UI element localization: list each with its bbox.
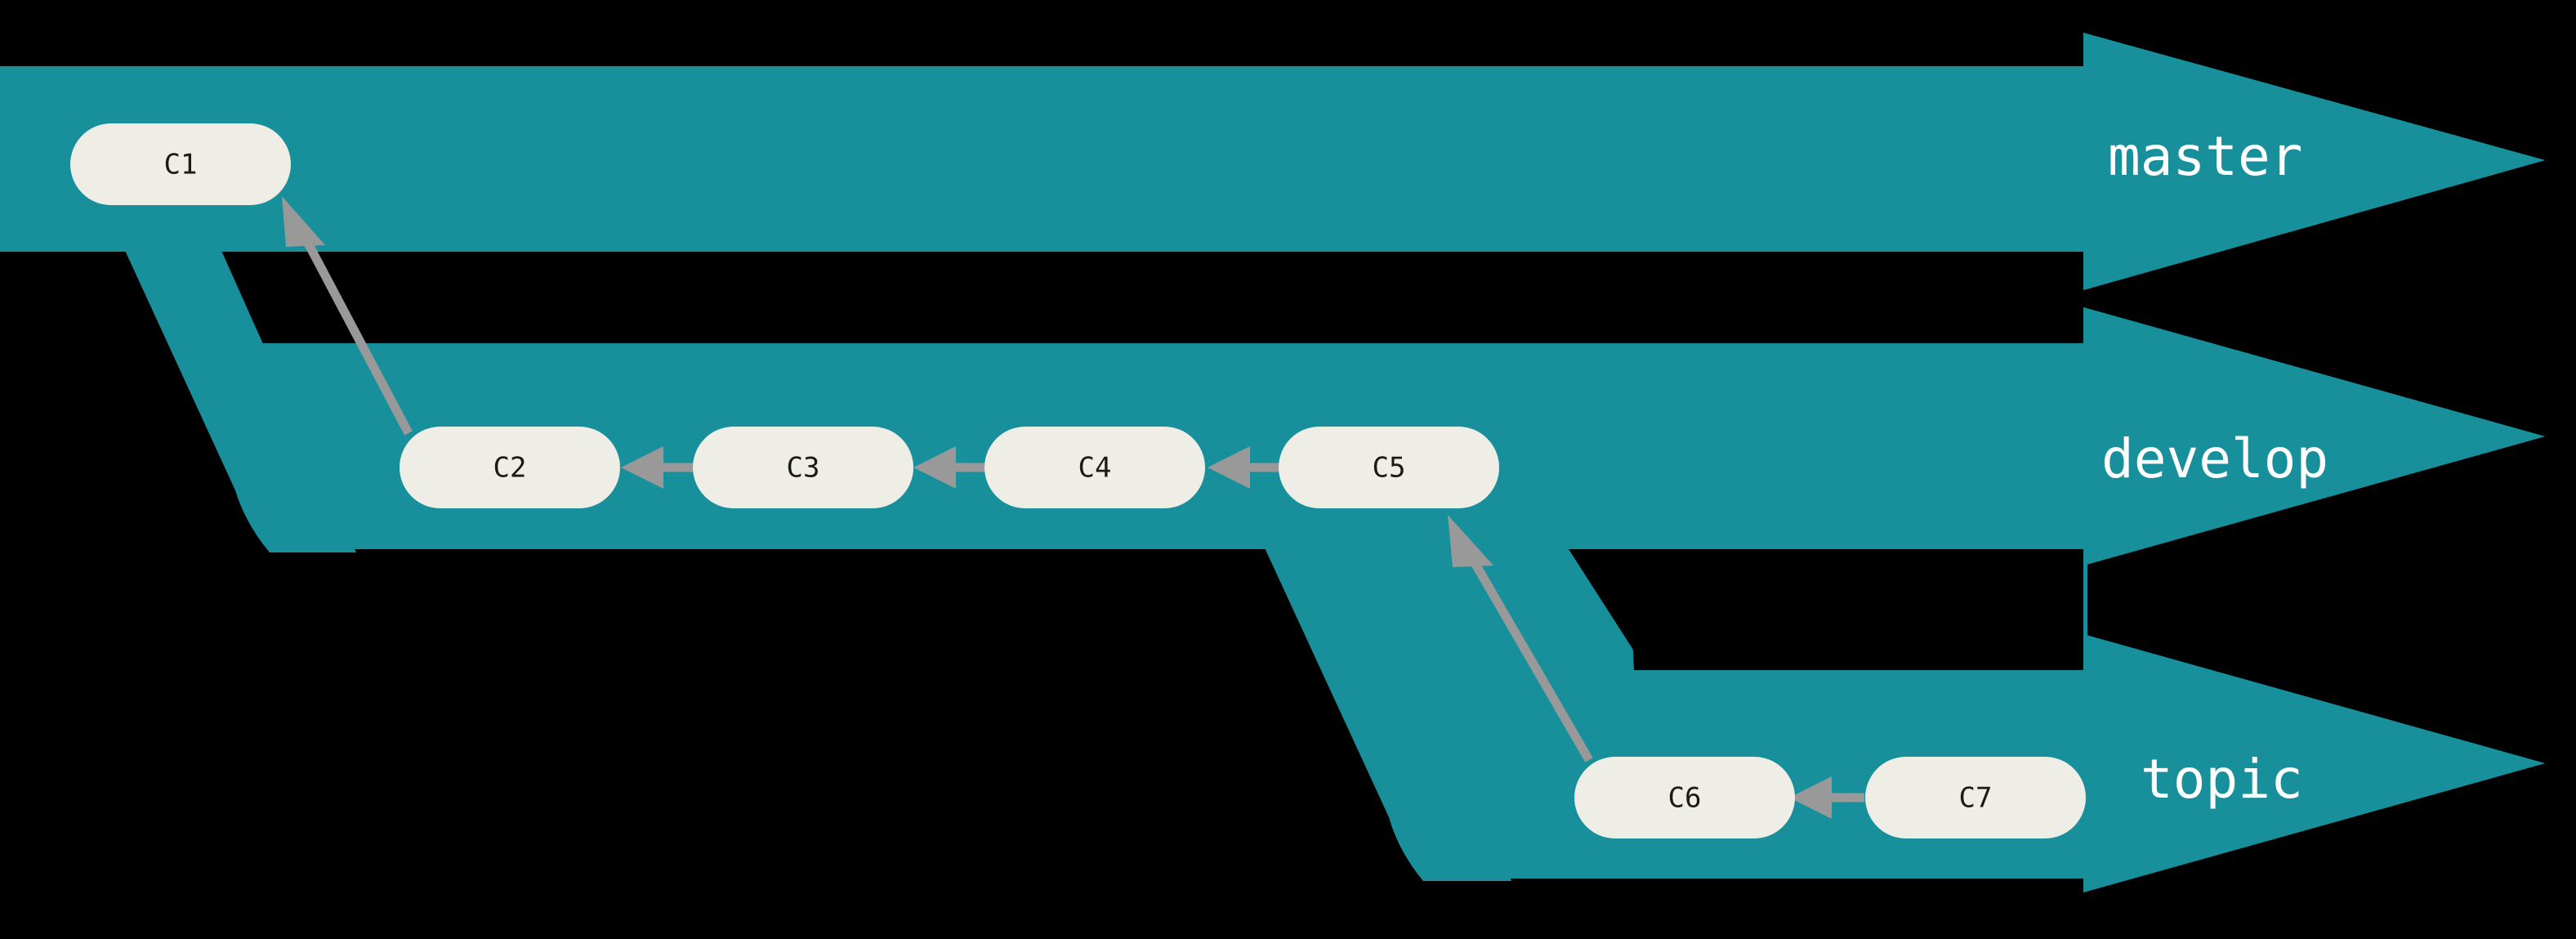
commit-node-c2-label: C2 [493,452,527,485]
commit-node-c4-label: C4 [1078,452,1112,485]
notch-develop-topic [1569,549,2083,670]
commit-node-c1-shape[interactable] [70,123,291,205]
commit-node-c5[interactable]: C5 [1279,427,1499,508]
commit-node-c6-shape[interactable] [1574,757,1795,838]
link-c2-to-c1 [282,196,413,436]
commit-node-c3[interactable]: C3 [693,427,913,508]
commit-node-c1[interactable]: C1 [70,123,291,205]
commit-node-c3-label: C3 [787,452,820,485]
link-c6-to-c5 [1448,515,1593,762]
commit-node-c5-label: C5 [1373,452,1406,485]
commit-node-c5-shape[interactable] [1279,427,1499,508]
branch-labels: master develop topic [2101,125,2328,811]
branch-label-topic[interactable]: topic [2141,748,2303,811]
commit-node-c4-shape[interactable] [984,427,1205,508]
notch-master-develop-slant [425,253,490,342]
branch-band-master-body [0,33,2545,290]
commit-links [282,196,1864,819]
commit-node-c2-shape[interactable] [400,427,620,508]
commit-nodes: C1 C2 C3 C4 C5 C6 [70,123,2086,838]
link-c3-to-c2 [621,446,693,489]
commit-node-c4[interactable]: C4 [984,427,1205,508]
commit-node-c6-label: C6 [1668,782,1702,815]
link-c4-to-c3 [913,446,984,489]
branch-label-master[interactable]: master [2108,125,2302,188]
commit-node-c2[interactable]: C2 [400,427,620,508]
branch-riser-develop-to-topic [1262,543,1511,881]
commit-node-c7-label: C7 [1959,782,1993,815]
commit-node-c1-label: C1 [164,149,198,181]
commit-node-c6[interactable]: C6 [1574,757,1795,838]
branch-label-develop[interactable]: develop [2101,427,2328,490]
commit-node-c3-shape[interactable] [693,427,913,508]
link-c5-to-c4 [1208,446,1279,489]
commit-node-c7-shape[interactable] [1865,757,2086,838]
commit-node-c7[interactable]: C7 [1865,757,2086,838]
branch-riser-master-to-develop-fill [123,245,356,552]
notch-master-develop [425,252,2083,343]
link-c7-to-c6 [1789,776,1864,819]
